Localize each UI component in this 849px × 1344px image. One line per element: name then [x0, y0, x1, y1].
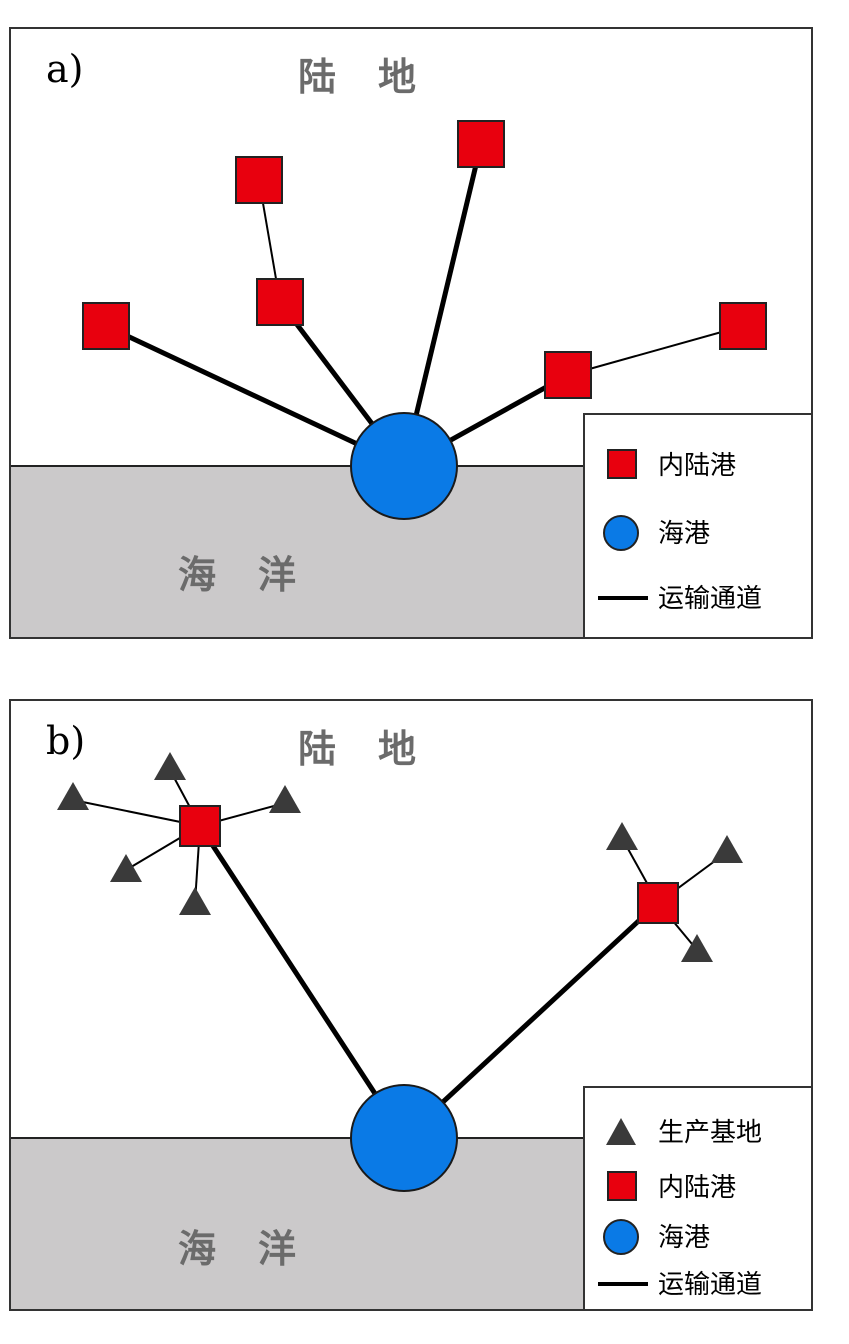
channel-b-1	[197, 824, 407, 1140]
panel-b-legend: 生产基地 内陆港 海港 运输通道	[583, 1086, 813, 1311]
production-base-b-3	[269, 785, 301, 813]
panel-b-inland-ports	[179, 805, 679, 924]
panel-b-ocean-label: 海 洋	[178, 1227, 298, 1271]
panel-b: b) 陆 地 海 洋	[9, 699, 813, 1311]
feeder-b-1	[72, 799, 201, 827]
channel-a-6	[567, 325, 744, 376]
channel-a-4	[401, 143, 484, 467]
legend-b-production-base-icon	[606, 1118, 636, 1145]
panel-a-land-label: 陆 地	[298, 55, 418, 99]
legend-a-channel-label: 运输通道	[658, 584, 762, 614]
production-base-b-8	[681, 934, 713, 962]
legend-a-inland-port-icon	[607, 449, 637, 479]
panel-a-ocean-label: 海 洋	[178, 553, 298, 597]
production-base-b-1	[57, 782, 89, 810]
inland-port-b-2	[637, 882, 679, 924]
channel-a-1	[104, 323, 406, 469]
inland-port-a-5	[544, 351, 592, 399]
production-base-b-4	[110, 854, 142, 882]
inland-port-b-1	[179, 805, 221, 847]
inland-port-a-2	[256, 278, 304, 326]
production-base-b-7	[711, 835, 743, 863]
production-base-b-2	[154, 752, 186, 780]
legend-b-seaport-label: 海港	[658, 1223, 710, 1253]
channel-b-2	[402, 901, 660, 1140]
inland-port-a-6	[719, 302, 767, 350]
inland-port-a-1	[82, 302, 130, 350]
legend-a-seaport-icon	[603, 515, 639, 551]
production-base-b-6	[606, 822, 638, 850]
panel-a-legend: 内陆港 海港 运输通道	[583, 413, 813, 639]
inland-port-a-3	[235, 156, 283, 204]
panel-b-channels	[197, 824, 660, 1140]
legend-b-inland-port-label: 内陆港	[658, 1173, 736, 1203]
seaport-b	[350, 1084, 458, 1192]
legend-a-inland-port-label: 内陆港	[658, 451, 736, 481]
panel-b-label: b)	[46, 719, 85, 763]
legend-b-seaport-icon	[603, 1219, 639, 1255]
panel-a-inland-ports	[82, 120, 767, 399]
legend-b-production-base-label: 生产基地	[658, 1118, 762, 1148]
inland-port-a-4	[457, 120, 505, 168]
panel-a-label: a)	[46, 47, 83, 91]
legend-a-seaport-label: 海港	[658, 519, 710, 549]
legend-b-inland-port-icon	[607, 1171, 637, 1201]
panel-a: a) 陆 地 海 洋 内陆港 海港	[9, 27, 813, 639]
production-base-b-5	[179, 887, 211, 915]
seaport-a	[350, 412, 458, 520]
panel-b-land-label: 陆 地	[298, 727, 418, 771]
panel-b-production-bases	[57, 752, 743, 962]
legend-b-channel-label: 运输通道	[658, 1270, 762, 1300]
